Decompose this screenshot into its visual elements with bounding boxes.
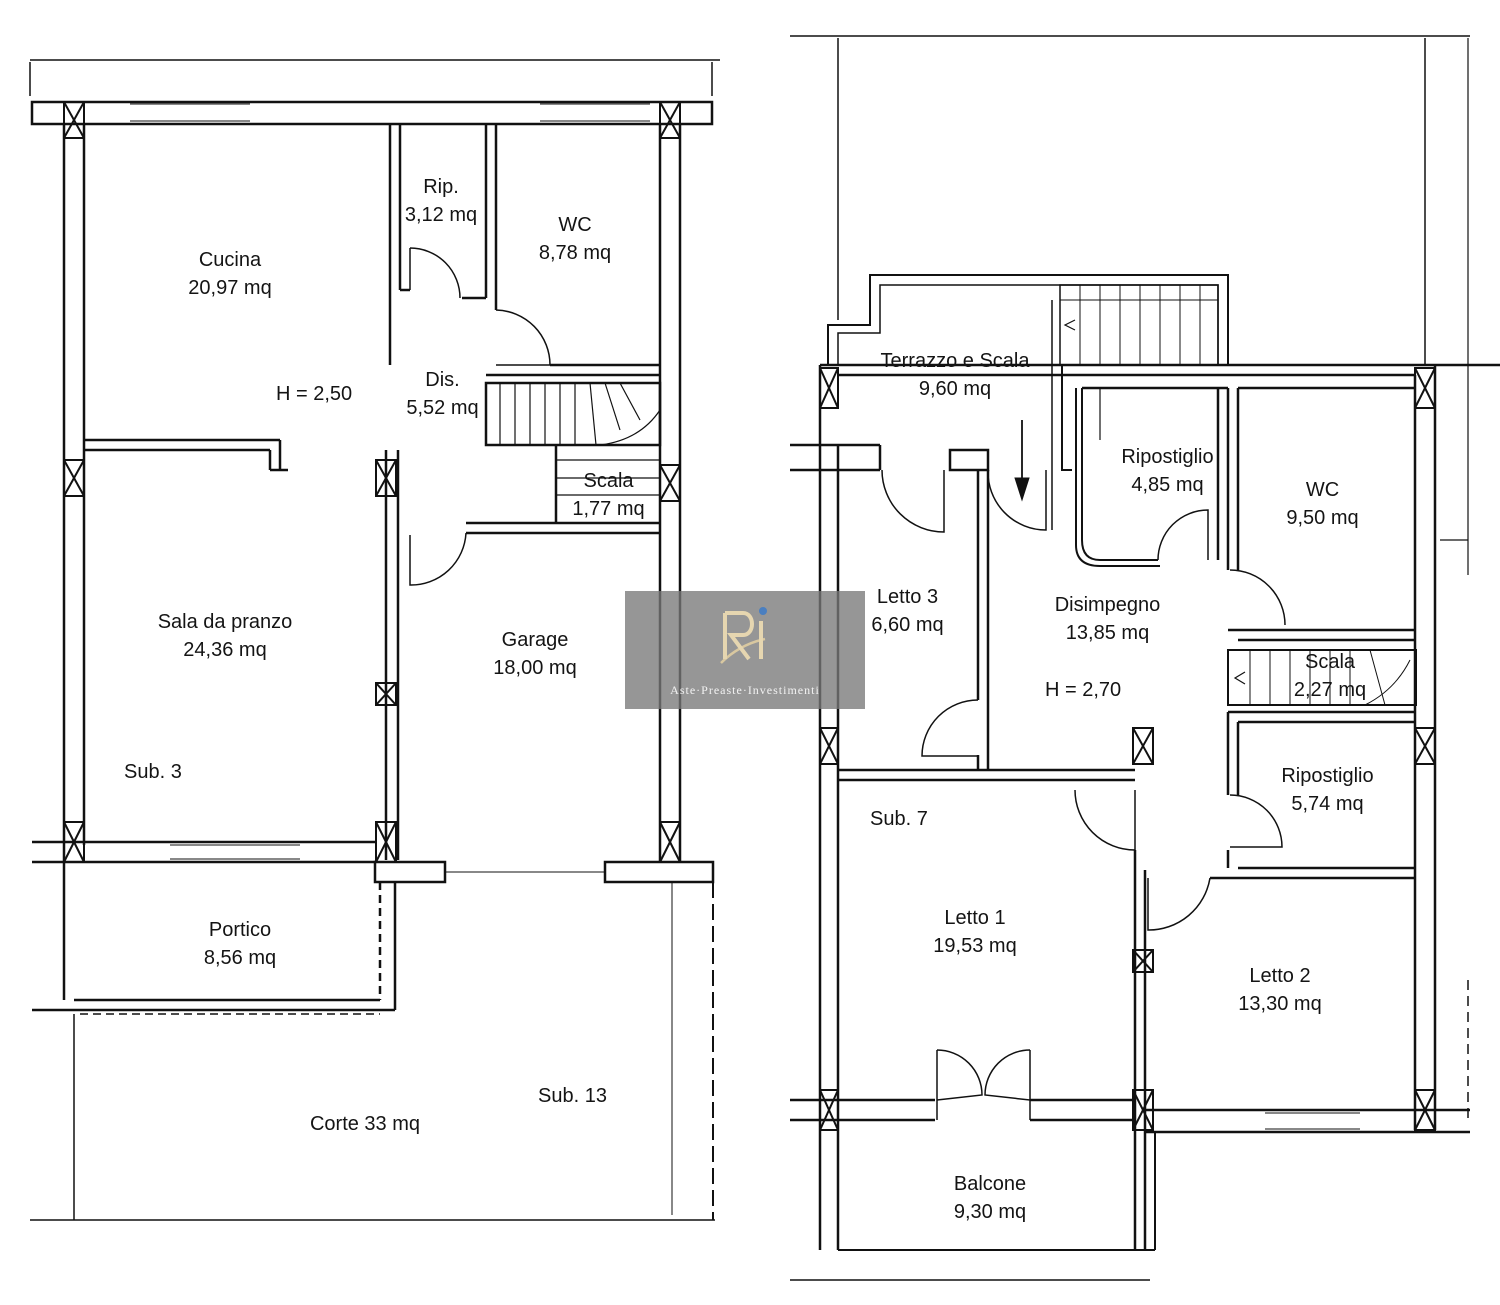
room-name: Corte 33 mq	[309, 1113, 421, 1135]
room-label-terrazzo: Terrazzo e Scala 9,60 mq	[860, 347, 1050, 403]
watermark-logo: Aste·Preaste·Investimenti	[625, 591, 865, 709]
room-name: WC	[1305, 479, 1340, 501]
room-area: 1,77 mq	[572, 498, 645, 520]
room-area: 20,97 mq	[188, 277, 272, 299]
room-name: Garage	[501, 629, 569, 651]
sub-label-13: Sub. 13	[538, 1085, 607, 1107]
room-area: 6,60 mq	[871, 614, 944, 636]
room-area: 18,00 mq	[493, 657, 577, 679]
room-name: Cucina	[198, 249, 262, 271]
room-name: Letto 1	[944, 907, 1006, 929]
room-label-balcone: Balcone 9,30 mq	[930, 1170, 1050, 1226]
sub-label-3: Sub. 3	[124, 761, 182, 783]
room-name: Disimpegno	[1054, 594, 1161, 616]
logo-mark-icon	[720, 607, 767, 664]
room-label-portico: Portico 8,56 mq	[180, 916, 300, 972]
room-label-scala-upper: Scala 2,27 mq	[1275, 648, 1385, 704]
room-label-dis: Dis. 5,52 mq	[390, 366, 495, 422]
room-name: Sala da pranzo	[157, 611, 293, 633]
room-label-wc-ground: WC 8,78 mq	[520, 211, 630, 267]
ground-floor-plan	[29, 59, 720, 1221]
room-label-ripostiglio-1: Ripostiglio 4,85 mq	[1105, 443, 1230, 499]
room-name: Scala	[1304, 651, 1356, 673]
watermark-text: Aste·Preaste·Investimenti	[670, 683, 820, 697]
room-area: 13,30 mq	[1238, 993, 1322, 1015]
room-area: 2,27 mq	[1293, 679, 1367, 701]
room-label-garage: Garage 18,00 mq	[475, 626, 595, 682]
room-name: Ripostiglio	[1121, 446, 1214, 468]
room-name: WC	[558, 214, 592, 236]
ceiling-height-upper: H = 2,70	[1045, 679, 1122, 701]
room-area: 9,30 mq	[953, 1201, 1027, 1223]
room-label-letto2: Letto 2 13,30 mq	[1220, 962, 1340, 1018]
room-name: Letto 3	[876, 586, 939, 608]
room-name: Terrazzo e Scala	[880, 350, 1030, 372]
room-area: 8,56 mq	[203, 947, 277, 969]
room-label-rip: Rip. 3,12 mq	[386, 173, 496, 229]
room-area: 8,78 mq	[538, 242, 612, 264]
room-area: 4,85 mq	[1131, 474, 1204, 496]
room-name: Ripostiglio	[1281, 765, 1374, 787]
room-area: 9,60 mq	[918, 378, 992, 400]
upper-floor-plan	[790, 35, 1500, 1281]
room-label-disimpegno: Disimpegno 13,85 mq	[1035, 591, 1180, 647]
room-label-sala: Sala da pranzo 24,36 mq	[130, 608, 320, 664]
room-label-cucina: Cucina 20,97 mq	[170, 246, 290, 302]
room-name: Rip.	[423, 176, 459, 198]
room-name: Balcone	[953, 1173, 1027, 1195]
room-name: Dis.	[425, 369, 460, 391]
room-area: 5,52 mq	[406, 397, 479, 419]
room-label-wc-upper: WC 9,50 mq	[1265, 476, 1380, 532]
sub-label-7: Sub. 7	[870, 808, 928, 830]
room-name: Scala	[583, 470, 634, 492]
room-label-scala-ground: Scala 1,77 mq	[556, 467, 661, 523]
room-label-letto1: Letto 1 19,53 mq	[915, 904, 1035, 960]
room-area: 13,85 mq	[1065, 622, 1150, 644]
room-area: 5,74 mq	[1291, 793, 1364, 815]
room-name: Portico	[208, 919, 272, 941]
room-name: Letto 2	[1249, 965, 1311, 987]
ceiling-height-ground: H = 2,50	[276, 383, 353, 405]
room-area: 19,53 mq	[933, 935, 1017, 957]
room-area: 9,50 mq	[1286, 507, 1359, 529]
room-label-ripostiglio-2: Ripostiglio 5,74 mq	[1260, 762, 1395, 818]
room-label-letto3: Letto 3 6,60 mq	[850, 583, 965, 639]
room-area: 24,36 mq	[183, 639, 267, 661]
room-label-corte: Corte 33 mq	[290, 1110, 440, 1138]
room-area: 3,12 mq	[404, 204, 478, 226]
